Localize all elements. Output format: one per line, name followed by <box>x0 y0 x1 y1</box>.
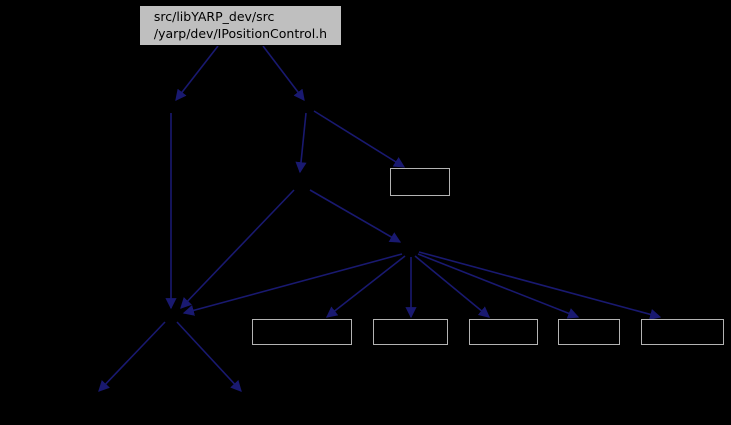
graph-node-hub-bottom <box>164 308 178 322</box>
graph-node-empty-2[interactable] <box>252 319 352 345</box>
edge-hub-mid-to-hub-bottom <box>180 189 295 309</box>
graph-node-empty-5[interactable] <box>558 319 620 345</box>
root-file-node[interactable]: src/libYARP_dev/src /yarp/dev/IPositionC… <box>139 5 342 46</box>
edge-hub-right-to-node-6 <box>418 251 662 320</box>
edge-hub-right-to-node-4 <box>414 255 490 318</box>
graph-node-empty-6[interactable] <box>641 319 724 345</box>
graph-node-empty-3[interactable] <box>373 319 448 345</box>
graph-node-hub-top <box>301 99 315 113</box>
graph-node-hub-left <box>164 99 178 113</box>
edge-hub-right-to-hub-bottom <box>182 253 403 316</box>
edge-root-to-hub-left <box>175 45 219 102</box>
root-file-label: src/libYARP_dev/src /yarp/dev/IPositionC… <box>153 8 328 41</box>
graph-node-empty-4[interactable] <box>469 319 538 345</box>
edge-hub-top-to-hub-mid <box>295 112 307 174</box>
edge-hub-right-to-node-2 <box>325 255 406 318</box>
edge-hub-right-to-node-5 <box>417 253 580 319</box>
edge-hub-top-to-node-1 <box>313 110 406 168</box>
graph-node-empty-1[interactable] <box>390 168 450 196</box>
edge-hub-mid-to-hub-right <box>309 189 402 243</box>
graph-node-hub-right <box>404 243 418 257</box>
edge-hub-bottom-out-right <box>176 321 242 392</box>
edge-root-to-hub-top <box>262 45 305 102</box>
graph-edges <box>98 45 662 392</box>
edge-hub-bottom-out-left <box>98 321 166 392</box>
graph-node-hub-mid <box>294 175 308 189</box>
